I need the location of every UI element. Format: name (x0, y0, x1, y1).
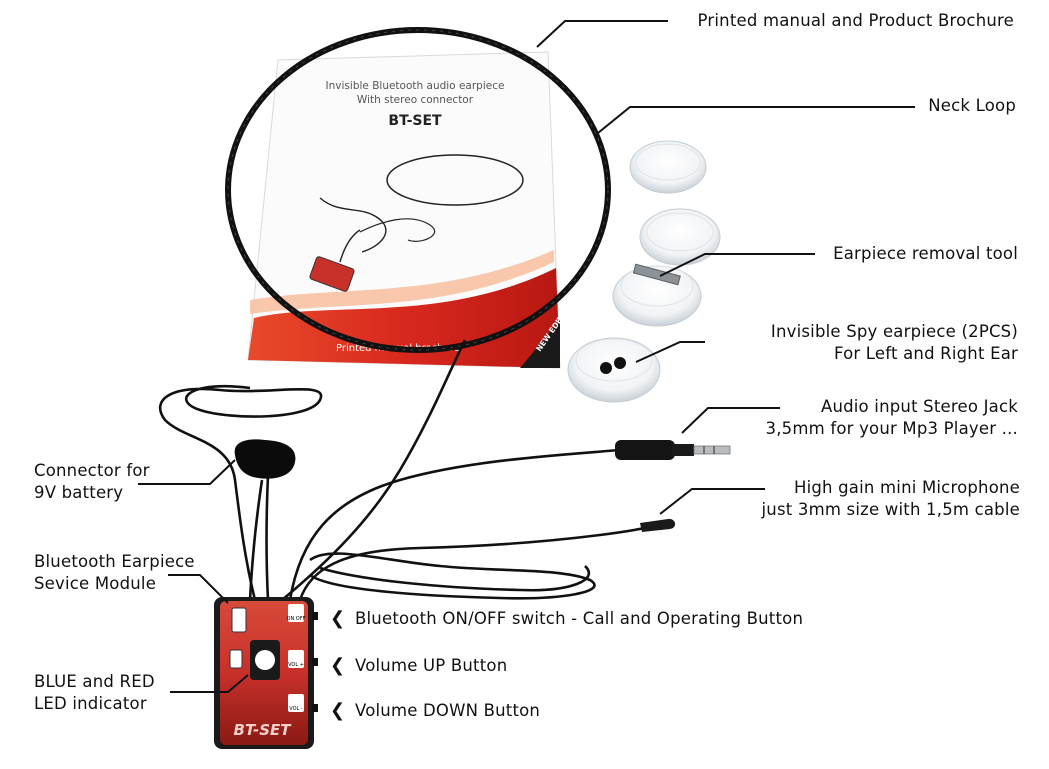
label-led-indicator: BLUE and RED LED indicator (34, 671, 155, 715)
battery-connector (234, 439, 296, 479)
clear-cases (567, 140, 721, 403)
brochure-line2: With stereo connector (357, 94, 474, 106)
label-onoff-button: Bluetooth ON/OFF switch - Call and Opera… (355, 609, 804, 628)
label-volume-up-button: Volume UP Button (355, 656, 508, 675)
device-logo: BT-SET (234, 721, 293, 739)
label-volume-down-button: Volume DOWN Button (355, 701, 541, 720)
cables (158, 339, 671, 601)
volume-down-icon (288, 694, 304, 712)
label-microphone-line1: High gain mini Microphone (793, 478, 1020, 497)
brochure-title: BT-SET (388, 113, 442, 129)
label-led-indicator-line1: BLUE and RED (34, 672, 155, 691)
chevron-left-icon: ❮ (330, 655, 346, 676)
label-spy-earpiece-line1: Invisible Spy earpiece (2PCS) (770, 322, 1018, 341)
leader-lines (138, 20, 915, 693)
label-removal-tool: Earpiece removal tool (833, 244, 1018, 263)
brochure: Invisible Bluetooth audio earpiece With … (247, 51, 576, 369)
earpiece-left (600, 362, 612, 374)
phone-icon (231, 607, 247, 633)
device-vol-minus: VOL - (289, 706, 303, 712)
label-spy-earpiece: Invisible Spy earpiece (2PCS) For Left a… (771, 321, 1018, 365)
device-on-off: ON OFF (287, 616, 306, 622)
label-battery-connector-line2: 9V battery (34, 483, 124, 502)
label-led-indicator-line2: LED indicator (34, 694, 147, 713)
label-audio-jack-line1: Audio input Stereo Jack (820, 397, 1018, 416)
chevron-left-icon: ❮ (330, 608, 346, 629)
earpiece-right (614, 357, 626, 369)
device-vol-plus: VOL + (288, 662, 304, 668)
label-manual: Printed manual and Product Brochure (697, 11, 1014, 30)
call-icon (255, 650, 275, 670)
label-spy-earpiece-line2: For Left and Right Ear (833, 344, 1018, 363)
label-microphone-line2: just 3mm size with 1,5m cable (761, 500, 1020, 519)
label-audio-jack-line2: 3,5mm for your Mp3 Player ... (765, 419, 1018, 438)
label-audio-jack: Audio input Stereo Jack 3,5mm for your M… (766, 396, 1019, 440)
removal-tool (632, 263, 681, 286)
power-icon (288, 604, 304, 622)
service-module: ON OFF VOL + VOL - BT-SET (214, 597, 318, 749)
label-battery-connector: Connector for 9V battery (34, 460, 150, 504)
microphone (640, 518, 676, 532)
label-microphone: High gain mini Microphone just 3mm size … (762, 477, 1020, 521)
label-battery-connector-line1: Connector for (34, 461, 150, 480)
audio-jack (615, 440, 731, 460)
brochure-line1: Invisible Bluetooth audio earpiece (326, 80, 505, 92)
headset-icon (229, 649, 243, 669)
chevron-left-icon: ❮ (330, 700, 346, 721)
label-service-module-line2: Sevice Module (34, 574, 157, 593)
label-service-module-line1: Bluetooth Earpiece (34, 552, 195, 571)
label-service-module: Bluetooth Earpiece Sevice Module (34, 551, 195, 595)
label-neck-loop: Neck Loop (928, 96, 1016, 115)
volume-up-icon (288, 650, 304, 668)
